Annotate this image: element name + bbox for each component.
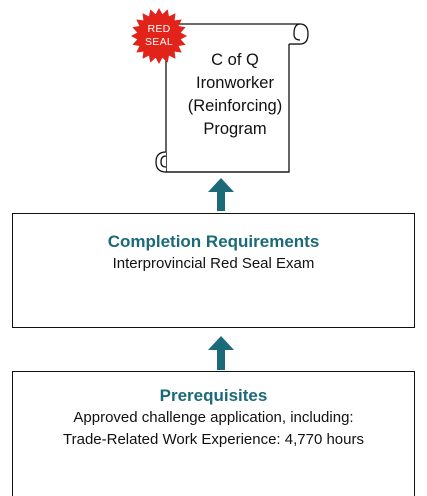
red-seal-badge-icon <box>131 8 187 64</box>
up-arrow-icon <box>208 178 234 211</box>
badge-line-2: SEAL <box>144 36 174 48</box>
prerequisites-box: Prerequisites Approved challenge applica… <box>12 371 415 496</box>
badge-line-1: RED <box>147 23 171 35</box>
completion-requirements-box: Completion Requirements Interprovincial … <box>12 213 415 328</box>
diagram-graphics <box>131 8 309 370</box>
completion-requirements-title: Completion Requirements <box>107 232 320 251</box>
certificate-line-3: (Reinforcing) <box>187 97 283 115</box>
scroll-icon <box>155 23 309 173</box>
certificate-line-4: Program <box>203 120 267 138</box>
red-seal-badge-label: RED SEAL <box>134 23 184 49</box>
prerequisites-title: Prerequisites <box>159 386 268 405</box>
certificate-line-1: C of Q <box>211 51 259 69</box>
certificate-line-2: Ironworker <box>196 74 274 92</box>
up-arrow-icon <box>208 336 234 370</box>
prerequisite-item: Approved challenge application, includin… <box>73 409 354 426</box>
completion-requirement-item: Interprovincial Red Seal Exam <box>112 255 315 272</box>
certificate-text: C of Q Ironworker (Reinforcing) Program <box>168 49 302 141</box>
prerequisite-item: Trade-Related Work Experience: 4,770 hou… <box>63 431 364 448</box>
